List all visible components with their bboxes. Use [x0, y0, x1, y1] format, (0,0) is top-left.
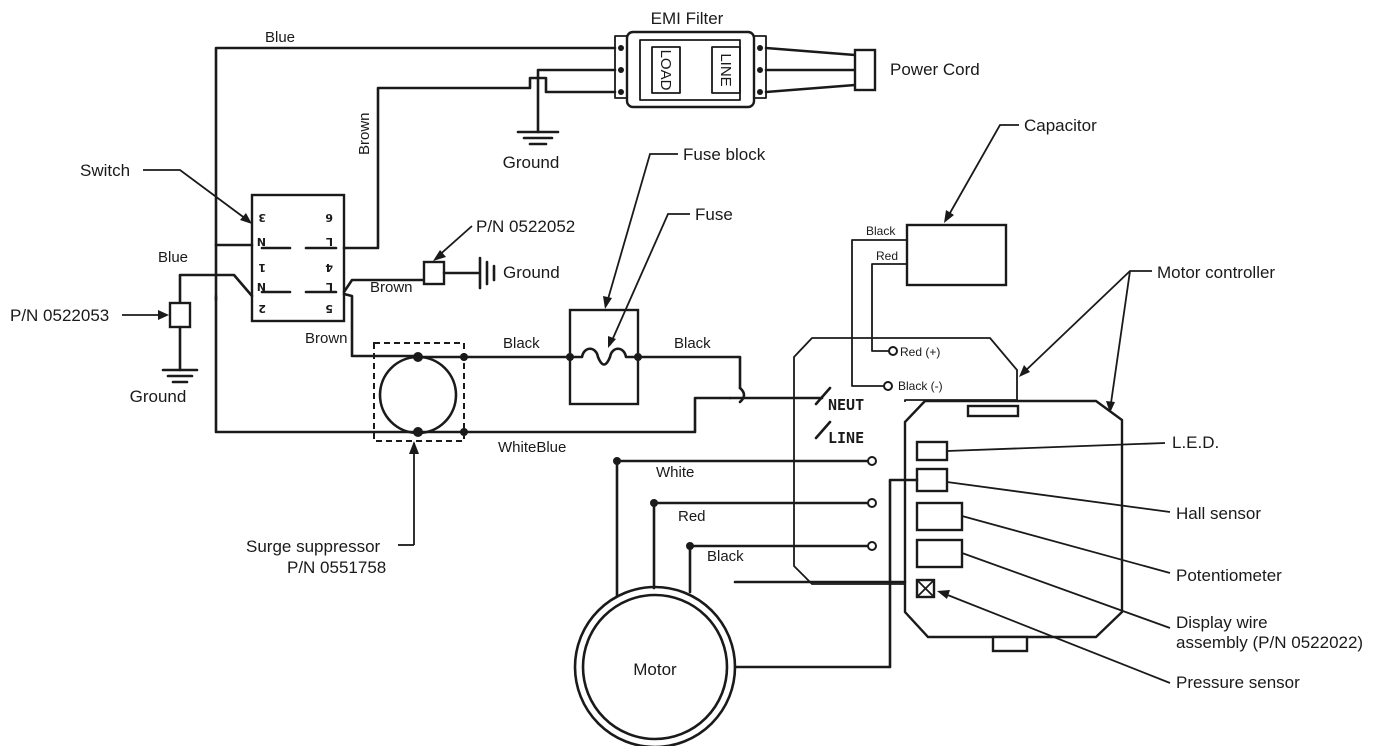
switch-pin-5: 5 — [325, 302, 333, 315]
switch: 3 6 N 1 L 4 N 2 L 5 — [250, 193, 346, 323]
hall-sensor-box — [915, 467, 949, 493]
emi-load-label: LOAD — [657, 50, 674, 91]
wire-whiteblue-label: WhiteBlue — [498, 439, 566, 456]
motor-label: Motor — [633, 660, 677, 679]
power-cord — [764, 46, 877, 94]
motor-controller-label: Motor controller — [1157, 263, 1275, 282]
switch-pin-3: 3 — [258, 211, 266, 224]
ground-symbol-top — [516, 130, 560, 146]
wire-emi-ground — [536, 68, 617, 134]
ground-mid-label: Ground — [503, 263, 560, 282]
surge-pn-label: P/N 0551758 — [287, 558, 386, 577]
ground-symbol-left — [161, 368, 199, 384]
ground-left-label: Ground — [130, 387, 187, 406]
connector-block-0522053 — [168, 301, 192, 329]
terminal-line-mark — [814, 420, 832, 440]
wire-cap-black-label: Black — [866, 224, 896, 238]
potentiometer-label: Potentiometer — [1176, 566, 1282, 585]
black-minus-label: Black (-) — [898, 379, 943, 393]
wire-black-fuse-out-label: Black — [674, 335, 711, 352]
ground-top-label: Ground — [503, 153, 560, 172]
wire-motor-white-label: White — [656, 464, 694, 481]
fuse-block-label: Fuse block — [683, 145, 766, 164]
emi-filter-label: EMI Filter — [651, 9, 724, 28]
capacitor — [905, 223, 1008, 287]
wire-whiteblue — [214, 294, 732, 434]
switch-pin-1: 1 — [258, 261, 266, 274]
wire-cap-red — [871, 263, 907, 352]
terminal-neut-label: NEUT — [828, 396, 864, 414]
potentiometer-box — [915, 501, 964, 532]
hall-sensor-label: Hall sensor — [1176, 504, 1261, 523]
wire-brown-emi — [343, 76, 617, 250]
pressure-sensor-label: Pressure sensor — [1176, 673, 1300, 692]
switch-pin-n2: N — [257, 280, 266, 293]
wire-hall-motor — [733, 478, 919, 669]
motor-controller-pointer-a — [1021, 270, 1152, 375]
motor-controller-pointer-b — [1109, 270, 1131, 411]
display-wire-label-1: Display wire — [1176, 613, 1268, 632]
wire-brown-switch-label: Brown — [370, 279, 413, 296]
display-wire-pointer — [961, 552, 1171, 629]
switch-pin-l4: L — [326, 235, 333, 248]
wire-brown-lower-label: Brown — [305, 330, 348, 347]
wire-blue-left — [178, 273, 254, 305]
fuse-block — [566, 308, 642, 406]
display-wire-box — [915, 538, 964, 569]
ground-symbol-mid — [478, 256, 496, 290]
fuse-pointer — [609, 213, 690, 346]
connector-block-0522052 — [422, 260, 446, 286]
pressure-sensor-pointer — [939, 591, 1171, 684]
wire-cap-red-label: Red — [876, 249, 898, 263]
led-pointer — [946, 442, 1166, 452]
surge-suppressor-label: Surge suppressor — [246, 537, 381, 556]
pn-0522052-label: P/N 0522052 — [476, 217, 575, 236]
capacitor-label: Capacitor — [1024, 116, 1097, 135]
terminal-line-label: LINE — [828, 429, 864, 447]
display-wire-label-2: assembly (P/N 0522022) — [1176, 633, 1363, 652]
switch-pin-l5: L — [326, 280, 333, 293]
emi-line-label: LINE — [717, 53, 734, 86]
wire-black-fuse-in-label: Black — [503, 335, 540, 352]
pressure-sensor-cross-icon — [915, 578, 936, 599]
led-box — [915, 440, 949, 462]
power-cord-label: Power Cord — [890, 60, 980, 79]
wire-blue-top — [214, 46, 617, 247]
red-plus-label: Red (+) — [900, 345, 940, 359]
wire-brown-lower — [342, 292, 418, 358]
switch-pin-4: 4 — [325, 261, 333, 274]
switch-pin-6: 6 — [325, 211, 333, 224]
wire-cap-black — [851, 239, 907, 387]
wire-blue-top-label: Blue — [265, 29, 295, 46]
potentiometer-pointer — [961, 515, 1171, 574]
hall-sensor-pointer — [946, 481, 1171, 513]
fuse-label: Fuse — [695, 205, 733, 224]
switch-label: Switch — [80, 161, 130, 180]
capacitor-pointer — [945, 124, 1019, 221]
switch-pointer — [143, 169, 251, 223]
led-label: L.E.D. — [1172, 433, 1219, 452]
motor-controller-panel — [903, 399, 1124, 653]
emi-filter: LOAD LINE — [614, 30, 767, 109]
wire-motor-red-label: Red — [678, 508, 706, 525]
terminal-neut-mark — [814, 386, 832, 406]
wire-blue-left-label: Blue — [158, 249, 188, 266]
fuse-block-pointer — [605, 153, 678, 307]
pn-0522053-label: P/N 0522053 — [10, 306, 109, 325]
wire-motor-black-label: Black — [707, 548, 744, 565]
switch-pin-n1: N — [257, 235, 266, 248]
wire-brown-vertical-label: Brown — [356, 112, 373, 155]
wire-black-fuse-out — [636, 355, 742, 390]
switch-pin-2: 2 — [258, 302, 266, 315]
